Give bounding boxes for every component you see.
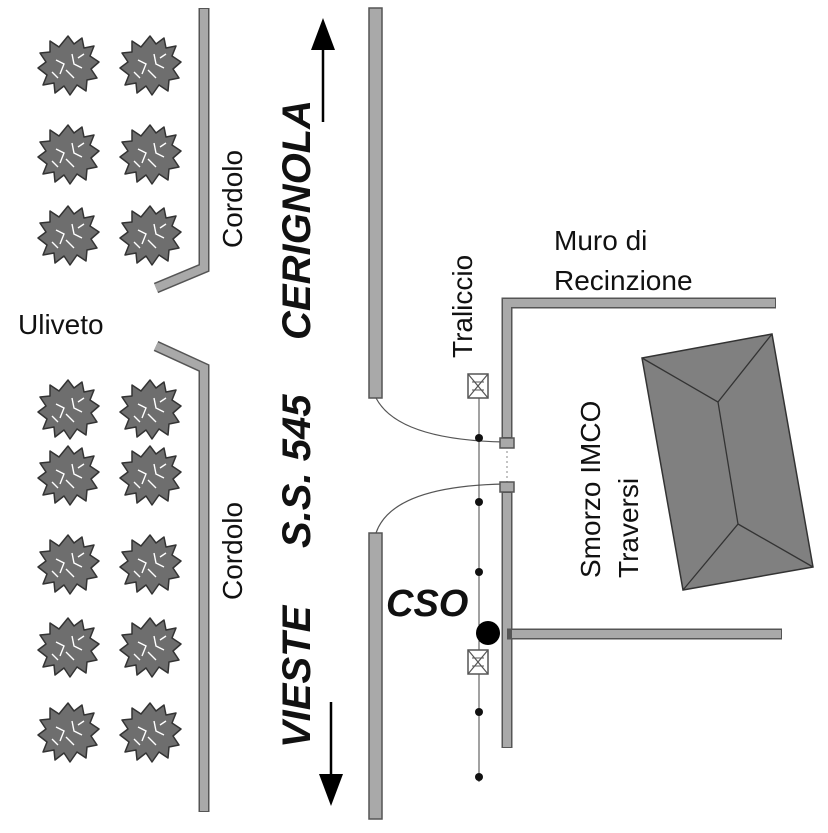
- left-curb: [153, 8, 210, 812]
- access-road: [375, 397, 506, 534]
- olive-tree-icon: [37, 702, 100, 763]
- olive-tree-icon: [37, 124, 100, 185]
- building: [641, 333, 814, 591]
- olive-tree-icon: [119, 124, 182, 185]
- olive-tree-icon: [119, 205, 182, 266]
- building-label-line1: Smorzo IMCO: [575, 401, 606, 578]
- gate-post: [499, 437, 515, 449]
- pylon-cross-box-icon: [467, 373, 489, 399]
- arrow-down-icon: [319, 702, 343, 806]
- right-road-edge: [368, 7, 383, 820]
- olive-tree-icon: [119, 379, 182, 440]
- pole-dot: [475, 434, 483, 442]
- olive-tree-icon: [119, 445, 182, 506]
- olive-tree-icon: [119, 534, 182, 595]
- olive-tree-icon: [37, 445, 100, 506]
- olive-grove: [37, 35, 182, 763]
- boundary-wall: [499, 297, 782, 748]
- filled-circle-icon: [476, 621, 500, 645]
- road-north-label: CERIGNOLA: [275, 100, 319, 340]
- cordolo-top-label: Cordolo: [217, 150, 248, 248]
- pylon-cross-box-icon: [467, 649, 489, 675]
- road-name-label: S.S. 545: [275, 394, 319, 548]
- olive-tree-icon: [37, 35, 100, 96]
- pole-dot: [475, 568, 483, 576]
- olive-tree-icon: [37, 534, 100, 595]
- traliccio-label: Traliccio: [447, 255, 478, 358]
- cordolo-bottom-label: Cordolo: [217, 502, 248, 600]
- uliveto-label: Uliveto: [18, 309, 104, 340]
- muro-label-line1: Muro di: [554, 225, 647, 256]
- road-south-label: VIESTE: [275, 604, 319, 748]
- pole-dot: [475, 773, 483, 781]
- olive-tree-icon: [37, 379, 100, 440]
- muro-label-line2: Recinzione: [554, 265, 693, 296]
- building-label-line2: Traversi: [613, 478, 644, 578]
- power-line: [467, 373, 500, 782]
- olive-tree-icon: [37, 205, 100, 266]
- olive-tree-icon: [119, 35, 182, 96]
- pole-dot: [475, 708, 483, 716]
- olive-tree-icon: [119, 617, 182, 678]
- cso-label: CSO: [386, 583, 468, 625]
- arrow-up-icon: [311, 18, 335, 122]
- olive-tree-icon: [37, 617, 100, 678]
- olive-tree-icon: [119, 702, 182, 763]
- pole-dot: [475, 498, 483, 506]
- gate-post: [499, 481, 515, 493]
